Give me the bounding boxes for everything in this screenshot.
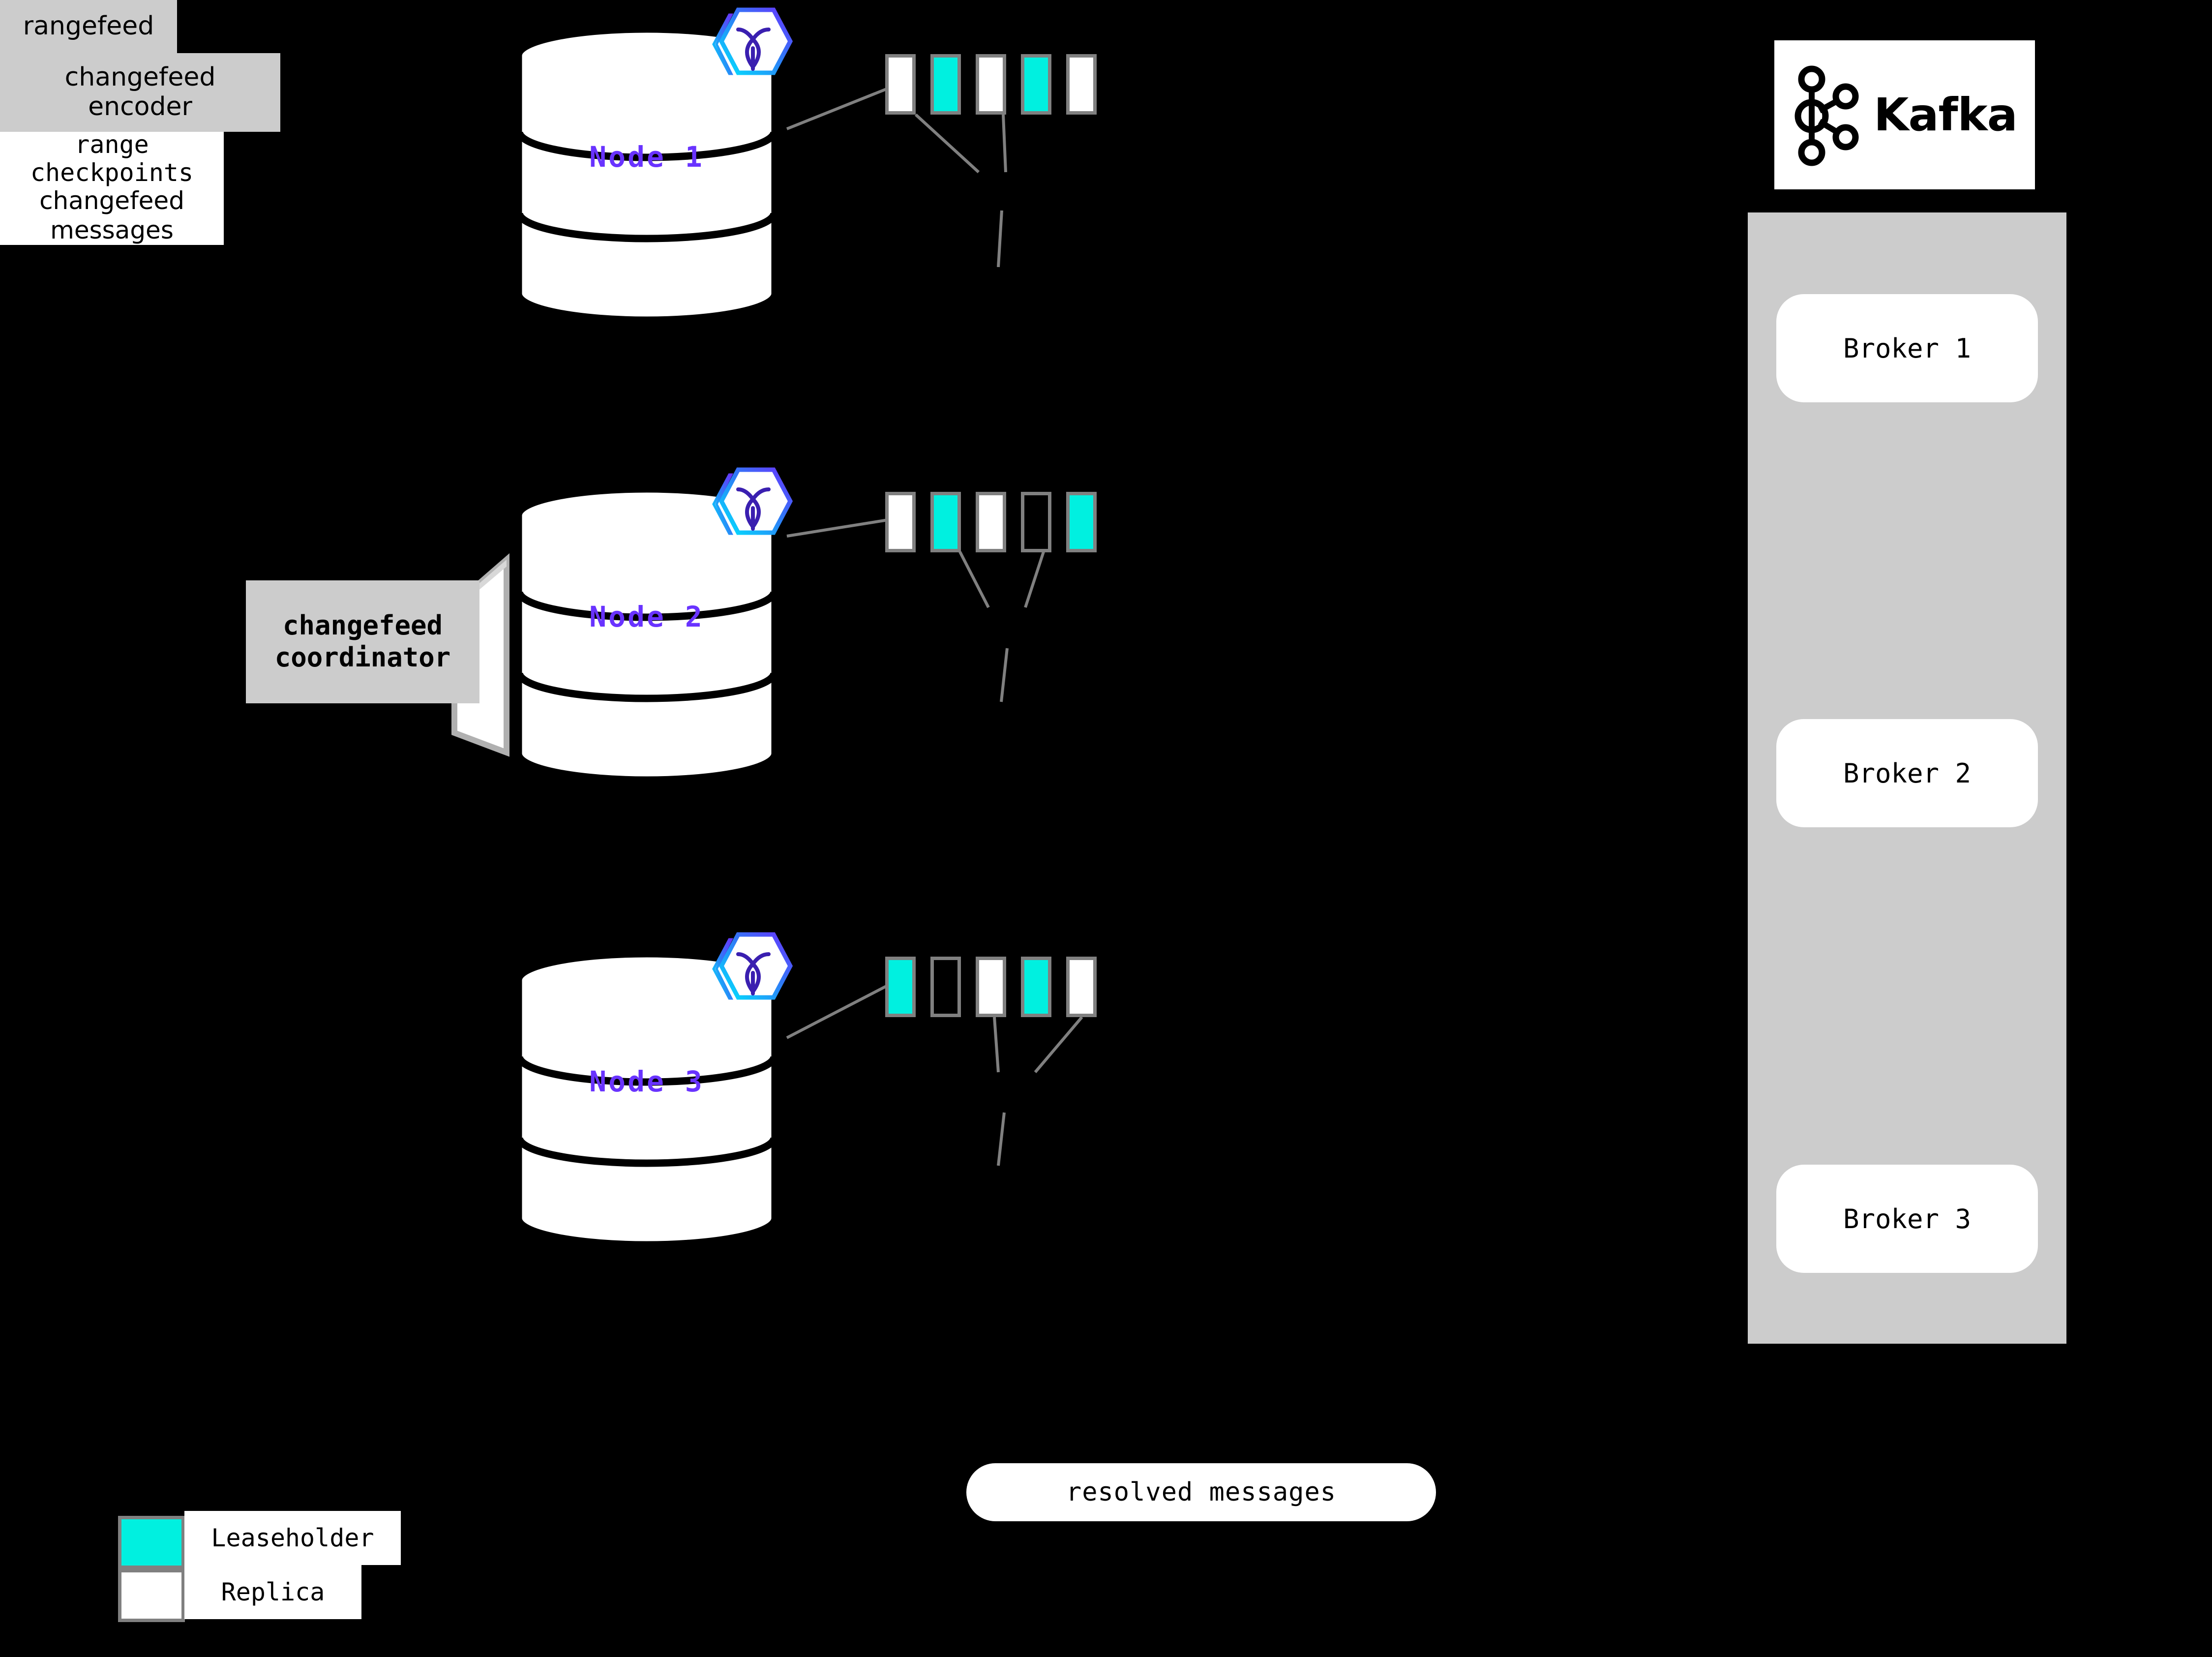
broker-item: Broker 3: [1776, 1165, 2038, 1273]
range-box: [1066, 54, 1097, 115]
range-box: [976, 492, 1006, 552]
range-box: [976, 54, 1006, 115]
legend-label-leaseholder: Leaseholder: [184, 1511, 401, 1565]
range-box: [885, 492, 916, 552]
range-box: [1021, 54, 1051, 115]
range-box: [1066, 957, 1097, 1017]
changefeed-coordinator-box: changefeed coordinator: [246, 580, 479, 703]
legend-swatch-replica: [118, 1569, 185, 1622]
range-box: [930, 54, 961, 115]
range-box: [885, 957, 916, 1017]
legend-swatch-leaseholder: [118, 1516, 185, 1569]
broker-item: Broker 1: [1776, 294, 2038, 402]
node-1-label: Node 1: [589, 140, 704, 174]
cockroachdb-hexagon-icon: [710, 4, 793, 92]
kafka-node-graph-icon: [1794, 65, 1859, 166]
node-3-range-checkpoints-label: range checkpoints: [0, 131, 224, 187]
cockroachdb-hexagon-icon: [710, 929, 793, 1017]
resolved-messages-pill: resolved messages: [966, 1463, 1436, 1521]
node-3-changefeed-encoder-box: changefeed encoder: [0, 53, 280, 132]
node-3-changefeed-messages-label: changefeed messages: [0, 186, 224, 245]
range-box: [976, 957, 1006, 1017]
cockroachdb-hexagon-icon: [710, 464, 793, 552]
node-1-cylinder: Node 1: [515, 27, 778, 322]
node-3-group: Node 3: [0, 0, 1097, 1247]
range-box: [1066, 492, 1097, 552]
range-box: [930, 492, 961, 552]
node-3-cylinder: Node 3: [515, 952, 778, 1247]
legend-label-replica: Replica: [184, 1565, 361, 1619]
node-2-cylinder: Node 2: [515, 487, 778, 782]
node-3-rangefeed-box: rangefeed: [0, 0, 177, 53]
node-3-label: Node 3: [589, 1065, 704, 1098]
kafka-wordmark: Kafka: [1874, 89, 2018, 141]
node-2-label: Node 2: [589, 600, 704, 633]
range-box: [930, 957, 961, 1017]
range-box: [1021, 957, 1051, 1017]
range-box: [1021, 492, 1051, 552]
range-box: [885, 54, 916, 115]
kafka-logo-box: Kafka: [1774, 40, 2035, 189]
broker-item: Broker 2: [1776, 719, 2038, 827]
